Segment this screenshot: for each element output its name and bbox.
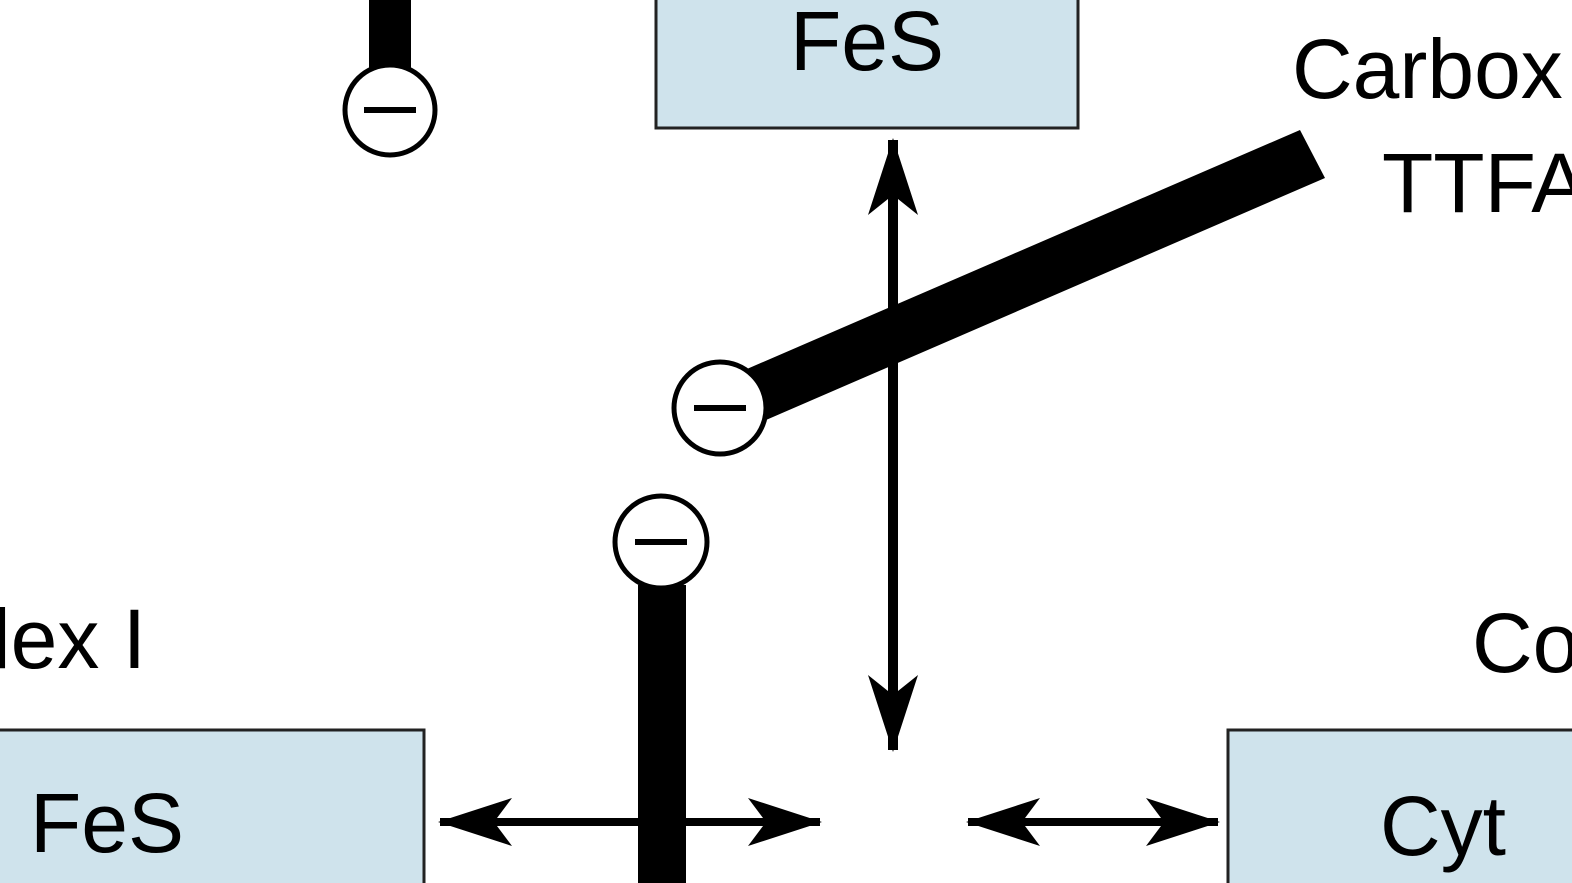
horizontal-double-arrow-right xyxy=(966,798,1220,846)
complex-right-label: Co xyxy=(1472,596,1572,690)
inhibitor-carboxin-ttfa xyxy=(671,130,1325,457)
cyt-box: Cyt xyxy=(1226,728,1572,883)
fes-bottom-box: FeS xyxy=(0,728,426,883)
fes-bottom-label: FeS xyxy=(30,776,184,870)
ttfa-label: TTFA xyxy=(1382,136,1572,230)
fes-top-box: FeS xyxy=(654,0,1080,130)
horizontal-double-arrow-left xyxy=(438,798,822,846)
complex-left-label: lex I xyxy=(0,592,146,686)
inhibitor-bottom xyxy=(612,493,710,883)
fes-top-label: FeS xyxy=(790,0,944,88)
carbox-label: Carbox xyxy=(1292,22,1563,116)
vertical-double-arrow xyxy=(868,138,918,752)
inhibitor-top-left xyxy=(342,0,438,158)
cyt-label: Cyt xyxy=(1380,779,1506,873)
